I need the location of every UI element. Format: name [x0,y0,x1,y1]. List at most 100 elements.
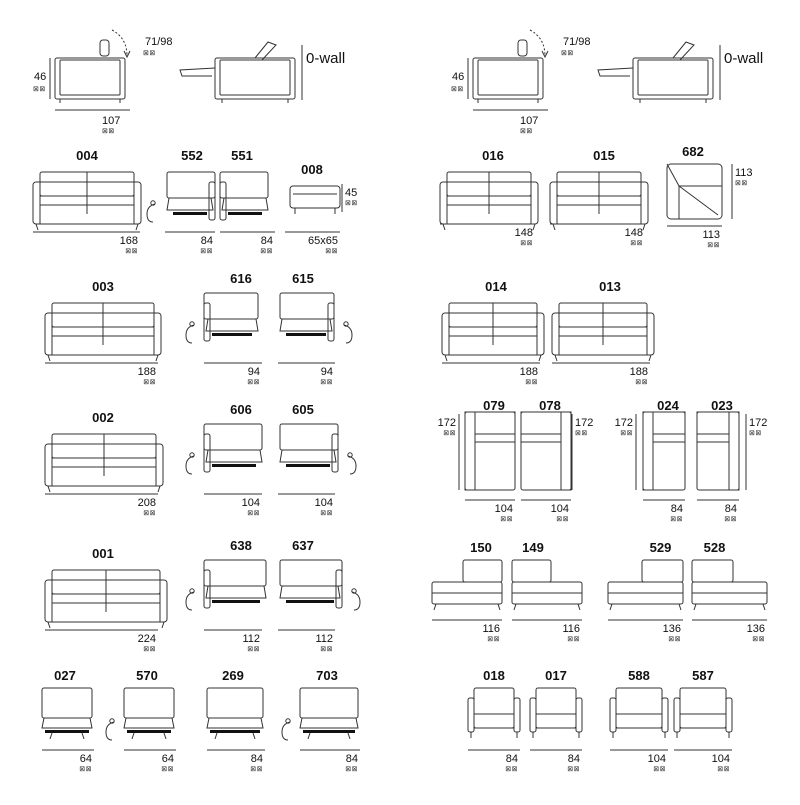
module-code: 588 [628,668,650,683]
module-code: 078 [539,398,561,413]
width-dim-label: 104 [495,503,513,515]
unit-symbol: ⊠⊠ [735,180,748,187]
width-dim-label: 104 [648,753,666,765]
unit-symbol: ⊠⊠ [247,379,260,386]
recline-dim-label: 71/98 [145,36,173,48]
module-code: 528 [704,540,726,555]
module-code: 001 [92,546,114,561]
unit-symbol: ⊠⊠ [520,240,533,247]
side-view-reclined [597,41,721,103]
width-dim-label: 84 [506,753,518,765]
unit-symbol: ⊠⊠ [707,242,720,249]
height-dim-label: 113 [735,167,753,179]
unit-symbol: ⊠⊠ [125,248,138,255]
width-dim-label: 84 [201,235,213,247]
width-dim-label: 113 [702,229,720,241]
module-code: 023 [711,398,733,413]
module-code: 587 [692,668,714,683]
width-dim-label: 94 [248,366,260,378]
module-code: 606 [230,402,252,417]
width-dim-label: 84 [346,753,358,765]
module-code: 024 [657,398,679,413]
side-view-upright [54,29,131,103]
unit-symbol: ⊠⊠ [749,430,762,437]
unit-symbol: ⊠⊠ [102,128,115,135]
module-code: 605 [292,402,314,417]
recline-dim-label: 71/98 [563,36,591,48]
width-dim-label: 84 [251,753,263,765]
module-code: 638 [230,538,252,553]
unit-symbol: ⊠⊠ [575,430,588,437]
unit-symbol: ⊠⊠ [143,510,156,517]
depth-dim-label: 107 [520,115,538,127]
wall-label: 0-wall [306,50,345,67]
unit-symbol: ⊠⊠ [345,766,358,773]
unit-symbol: ⊠⊠ [561,50,574,57]
height-dim-label: 46 [34,71,46,83]
module-code: 529 [650,540,672,555]
module-code: 637 [292,538,314,553]
width-dim-label: 208 [138,497,156,509]
module-code: 008 [301,162,323,177]
unit-symbol: ⊠⊠ [567,636,580,643]
width-dim-label: 104 [315,497,333,509]
unit-symbol: ⊠⊠ [451,86,464,93]
side-view-reclined [179,41,303,103]
unit-symbol: ⊠⊠ [556,516,569,523]
width-dim-label: 65x65 [308,235,338,247]
module-code: 014 [485,279,507,294]
module-code: 703 [316,668,338,683]
unit-symbol: ⊠⊠ [345,200,358,207]
width-dim-label: 84 [568,753,580,765]
side-view-header-right: 46 ⊠⊠ 71/98 ⊠⊠ 107 ⊠⊠ 0-wall [451,29,763,135]
unit-symbol: ⊠⊠ [143,50,156,57]
unit-symbol: ⊠⊠ [33,86,46,93]
width-dim-label: 224 [138,633,156,645]
unit-symbol: ⊠⊠ [161,766,174,773]
module-code: 616 [230,271,252,286]
unit-symbol: ⊠⊠ [717,766,730,773]
module-code: 552 [181,148,203,163]
unit-symbol: ⊠⊠ [320,379,333,386]
side-view-header-left: 46 ⊠⊠ 71/98 ⊠⊠ 107 ⊠⊠ 0-wall [33,29,345,135]
unit-symbol: ⊠⊠ [500,516,513,523]
module-587: 587 104⊠⊠ [673,668,733,773]
module-002: 002 208⊠⊠ [44,410,164,517]
depth-dim-label: 107 [102,115,120,127]
unit-symbol: ⊠⊠ [520,128,533,135]
unit-symbol: ⊠⊠ [79,766,92,773]
unit-symbol: ⊠⊠ [487,636,500,643]
height-dim-label: 172 [575,417,593,429]
unit-symbol: ⊠⊠ [525,379,538,386]
unit-symbol: ⊠⊠ [752,636,765,643]
width-dim-label: 84 [261,235,273,247]
width-dim-label: 148 [625,227,643,239]
module-code: 149 [522,540,544,555]
side-view-upright [472,29,549,103]
module-code: 027 [54,668,76,683]
module-code: 002 [92,410,114,425]
width-dim-label: 104 [712,753,730,765]
width-dim-label: 116 [482,623,500,635]
height-dim-label: 45 [345,187,357,199]
module-grid: 004168⊠⊠55284⊠⊠55184⊠⊠00865x65⊠⊠45⊠⊠0031… [32,144,768,773]
